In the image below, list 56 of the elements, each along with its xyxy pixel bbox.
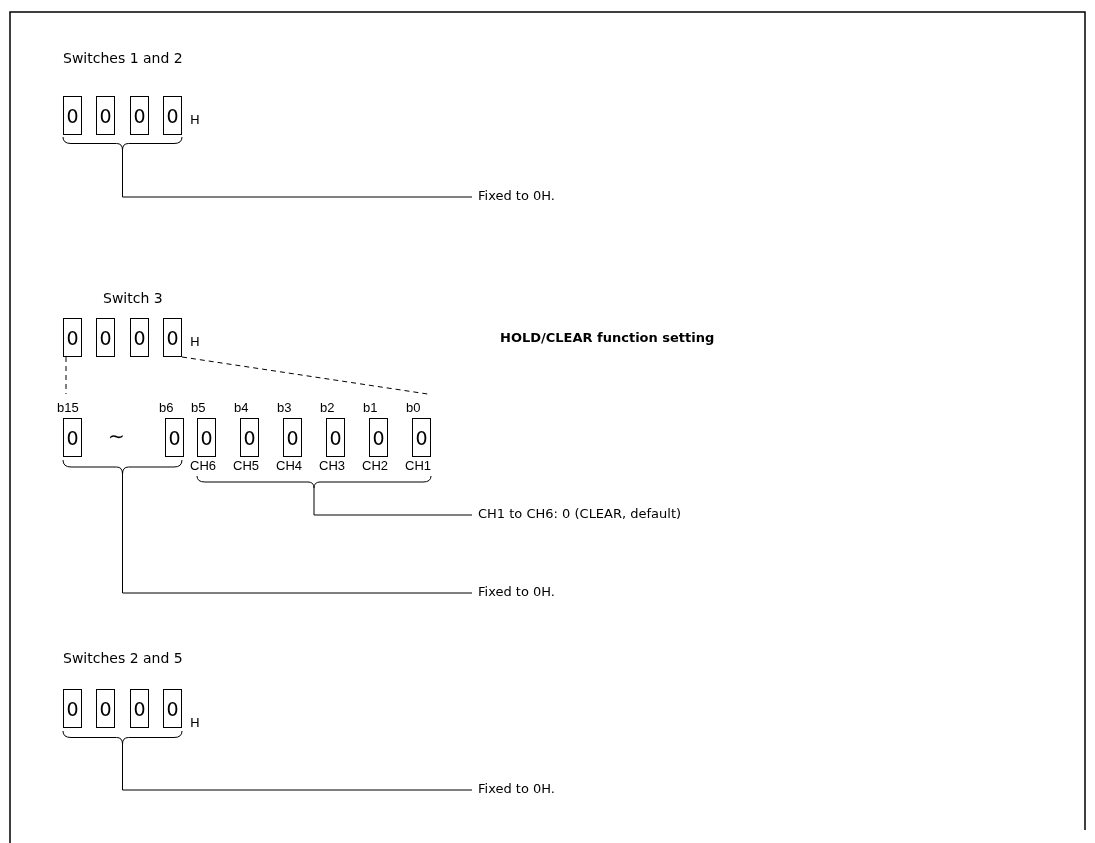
digit-box: 0 bbox=[63, 689, 82, 728]
note-text: Fixed to 0H. bbox=[478, 584, 555, 599]
brace bbox=[62, 459, 183, 475]
hex-suffix: H bbox=[190, 715, 200, 730]
digit-box: 0 bbox=[63, 318, 82, 357]
digit-box: 0 bbox=[130, 96, 149, 135]
hex-suffix: H bbox=[190, 334, 200, 349]
note-text: CH1 to CH6: 0 (CLEAR, default) bbox=[478, 506, 682, 521]
range-symbol: ∼ bbox=[108, 424, 125, 448]
digit-box: 0 bbox=[163, 96, 182, 135]
digit-box: 0 bbox=[163, 689, 182, 728]
channel-label: CH6 bbox=[190, 458, 216, 473]
bit-label: b1 bbox=[363, 400, 378, 415]
digit-box: 0 bbox=[412, 418, 431, 457]
dashed-line bbox=[65, 356, 67, 395]
note-text: Fixed to 0H. bbox=[478, 188, 555, 203]
digit-box: 0 bbox=[63, 96, 82, 135]
digit-box: 0 bbox=[96, 96, 115, 135]
digit-box: 0 bbox=[96, 689, 115, 728]
digit-box: 0 bbox=[240, 418, 259, 457]
channel-label: CH2 bbox=[362, 458, 388, 473]
bit-label: b3 bbox=[277, 400, 292, 415]
hex-suffix: H bbox=[190, 112, 200, 127]
digit-box: 0 bbox=[165, 418, 184, 457]
bit-label: b15 bbox=[57, 400, 79, 415]
digit-box: 0 bbox=[63, 418, 82, 457]
brace bbox=[62, 730, 183, 745]
setting-title: HOLD/CLEAR function setting bbox=[500, 330, 715, 345]
note-text: Fixed to 0H. bbox=[478, 781, 555, 796]
bit-label: b6 bbox=[159, 400, 174, 415]
channel-label: CH1 bbox=[405, 458, 431, 473]
heading: Switches 2 and 5 bbox=[63, 650, 183, 666]
leader-line bbox=[122, 743, 473, 791]
brace bbox=[62, 136, 183, 151]
bit-label: b4 bbox=[234, 400, 249, 415]
bit-label: b2 bbox=[320, 400, 335, 415]
leader-line bbox=[122, 473, 473, 594]
digit-box: 0 bbox=[283, 418, 302, 457]
dashed-line bbox=[181, 356, 428, 395]
leader-line bbox=[313, 487, 473, 516]
channel-label: CH3 bbox=[319, 458, 345, 473]
bit-label: b5 bbox=[191, 400, 206, 415]
digit-box: 0 bbox=[130, 689, 149, 728]
channel-label: CH4 bbox=[276, 458, 302, 473]
digit-box: 0 bbox=[197, 418, 216, 457]
digit-box: 0 bbox=[130, 318, 149, 357]
digit-box: 0 bbox=[326, 418, 345, 457]
leader-line bbox=[122, 149, 473, 198]
digit-box: 0 bbox=[369, 418, 388, 457]
bit-label: b0 bbox=[406, 400, 421, 415]
digit-box: 0 bbox=[163, 318, 182, 357]
heading: Switch 3 bbox=[103, 290, 163, 306]
heading: Switches 1 and 2 bbox=[63, 50, 183, 66]
brace bbox=[196, 475, 432, 489]
digit-box: 0 bbox=[96, 318, 115, 357]
channel-label: CH5 bbox=[233, 458, 259, 473]
